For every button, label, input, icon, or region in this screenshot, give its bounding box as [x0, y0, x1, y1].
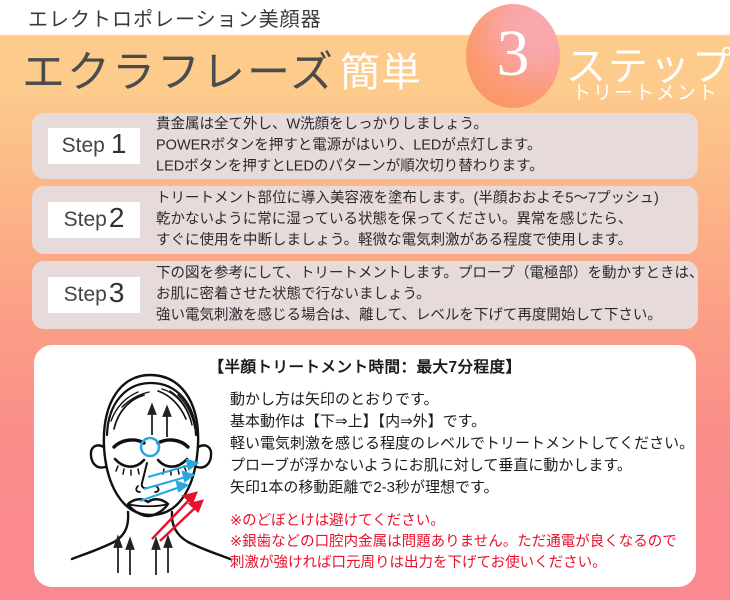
instruction-line: 軽い電気刺激を感じる程度のレベルでトリートメントしてください。 [230, 435, 695, 452]
step-line: お肌に密着させた状態で行ないましょう。 [156, 286, 431, 303]
warning-notes: ※のどぼとけは避けてください。 ※銀歯などの口腔内金属は問題ありません。ただ通電… [230, 511, 690, 574]
treatment-diagram-panel: 【半顔トリートメント時間：最大7分程度】 [34, 345, 696, 587]
step-badge-number-1: 1 [110, 128, 127, 159]
step-text-1: 貴金属は全て外し、W洗顔をしっかりしましょう。 POWERボタンを押すと電源がは… [156, 115, 688, 178]
treatment-instructions: 動かし方は矢印のとおりです。 基本動作は【下⇒上】【内⇒外】です。 軽い電気刺激… [230, 389, 695, 574]
step-badge-word-2: Step [63, 208, 107, 231]
step-panel-2: Step 2 トリートメント部位に導入美容液を塗布します。(半顔おおよそ5〜7プ… [32, 186, 698, 254]
step-badge-number-3: 3 [108, 277, 125, 308]
step-badge-2: Step 2 [48, 202, 140, 238]
neck-arrows [113, 534, 173, 575]
warning-line: ※銀歯などの口腔内金属は問題ありません。ただ通電が良くなるので [230, 534, 677, 550]
step-count-circle: 3 [466, 4, 560, 108]
step-panel-3: Step 3 下の図を参考にして、トリートメントします。プローブ（電極部）を動か… [32, 261, 704, 329]
step-line: POWERボタンを押すと電源がはいり、LEDが点灯します。 [156, 137, 542, 154]
step-line: LEDボタンを押すとLEDのパターンが順次切り替わります。 [156, 158, 544, 175]
step-line: トリートメント部位に導入美容液を塗布します。(半顔おおよそ5〜7プッシュ) [156, 190, 659, 207]
warning-line: ※のどぼとけは避けてください。 [230, 513, 445, 529]
brand-name: エクラフレーズ [22, 50, 335, 97]
instruction-line: 基本動作は【下⇒上】【内⇒外】です。 [230, 413, 487, 430]
treatment-word-label: トリートメント [572, 83, 720, 104]
step-line: 乾かないように常に湿っている状態を保ってください。異常を感じたら、 [156, 211, 633, 228]
blue-start-point-marker [139, 436, 161, 458]
jaw-arrows [151, 491, 204, 542]
cheek-arrows [139, 458, 200, 503]
title-band [0, 36, 730, 96]
instruction-line: 動かし方は矢印のとおりです。 [230, 391, 439, 408]
step-text-2: トリートメント部位に導入美容液を塗布します。(半顔おおよそ5〜7プッシュ) 乾か… [156, 189, 688, 252]
step-line: 下の図を参考にして、トリートメントします。プローブ（電極部）を動かすときは、 [156, 265, 704, 282]
easy-label: 簡単 [340, 50, 422, 95]
instruction-line: 矢印1本の移動距離で2-3秒が理想です。 [230, 479, 499, 496]
step-line: 貴金属は全て外し、W洗顔をしっかりしましょう。 [156, 116, 488, 133]
face-treatment-diagram [52, 359, 242, 581]
step-line: すぐに使用を中断しましょう。軽微な電気刺激がある程度で使用します。 [156, 232, 633, 249]
step-text-3: 下の図を参考にして、トリートメントします。プローブ（電極部）を動かすときは、 お… [156, 264, 704, 327]
step-badge-1: Step 1 [48, 128, 140, 164]
instruction-line: プローブが浮かないようにお肌に対して垂直に動かします。 [230, 457, 632, 474]
step-badge-number-2: 2 [108, 202, 125, 233]
forehead-arrows [147, 402, 172, 437]
step-panel-1: Step 1 貴金属は全て外し、W洗顔をしっかりしましょう。 POWERボタンを… [32, 113, 698, 179]
step-line: 強い電気刺激を感じる場合は、離して、レベルを下げて再度開始して下さい。 [156, 307, 662, 324]
treatment-time-heading: 【半顔トリートメント時間：最大7分程度】 [208, 359, 522, 376]
warning-line: 刺激が強ければ口元周りは出力を下げてお使いください。 [230, 555, 607, 571]
product-category-subtitle: エレクトロポレーション美顔器 [28, 9, 322, 31]
step-badge-word-1: Step [61, 134, 105, 157]
step-badge-3: Step 3 [48, 277, 140, 313]
step-badge-word-3: Step [63, 283, 107, 306]
step-count-number: 3 [496, 17, 530, 90]
step-word-label: ステップ [566, 44, 730, 89]
